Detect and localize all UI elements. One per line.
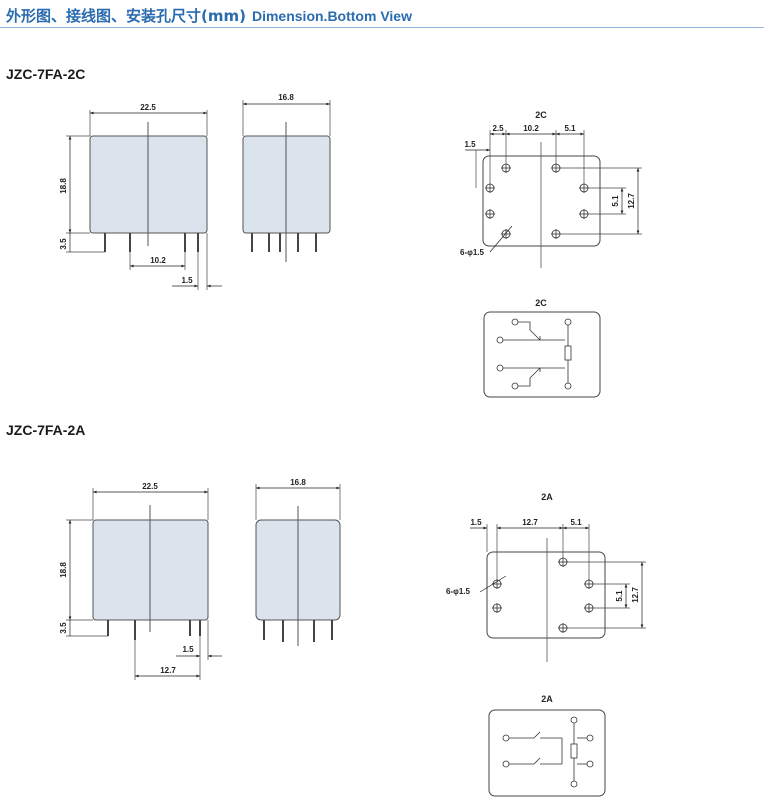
- pcb-dim-2a-a: 1.5: [470, 518, 482, 527]
- pcb-dim-2a-c: 5.1: [570, 518, 582, 527]
- pcb-layout-2a: 2A 1.5 12.7 5.1 5.1: [446, 492, 646, 662]
- pcb-dim-2c-b: 10.2: [523, 124, 539, 133]
- wiring-label-2a: 2A: [541, 694, 553, 704]
- pcb-holes-2c: [485, 163, 589, 239]
- pcb-dim-2c-a: 2.5: [492, 124, 504, 133]
- wiring-diagram-2a: 2A: [488, 694, 606, 797]
- dim-pin-length-2a: 3.5: [59, 622, 68, 634]
- dim-pin-spacing: 10.2: [150, 256, 166, 265]
- pcb-dim-2c-c: 5.1: [564, 124, 576, 133]
- pcb-layout-2c: 2C 2.5 10.2 5.1 1.5: [460, 110, 642, 268]
- pcb-dim-2a-b: 12.7: [522, 518, 538, 527]
- front-view-2a: 22.5 18.8 3.5 1.5 12.7: [59, 482, 222, 680]
- dim-width-2a: 22.5: [142, 482, 158, 491]
- pcb-holes-label-2c: 6-φ1.5: [460, 248, 485, 257]
- title-english: Dimension.Bottom View: [251, 8, 412, 24]
- side-view-2c: 16.8: [242, 93, 331, 262]
- wiring-diagram-2c: 2C: [483, 298, 601, 398]
- page-title: 外形图、接线图、安装孔尺寸(mm) Dimension.Bottom View: [6, 5, 412, 26]
- pcb-label-2c: 2C: [535, 110, 547, 120]
- pcb-dim-2c-d: 1.5: [464, 140, 476, 149]
- page-header: 外形图、接线图、安装孔尺寸(mm) Dimension.Bottom View: [0, 0, 764, 30]
- pcb-dim-2a-d: 5.1: [615, 590, 624, 602]
- pcb-dim-2a-e: 12.7: [631, 587, 640, 603]
- dim-width: 22.5: [140, 103, 156, 112]
- dim-height-2a: 18.8: [59, 562, 68, 578]
- wiring-label-2c: 2C: [535, 298, 547, 308]
- pcb-holes-2a: [492, 557, 594, 633]
- dim-pin-length: 3.5: [59, 238, 68, 250]
- side-view-2a: 16.8: [255, 478, 341, 646]
- model-label-2c: JZC-7FA-2C: [6, 66, 86, 82]
- front-view-2c: 22.5 18.8 3.5 10.2 1.5: [59, 103, 222, 290]
- dim-side-width-2a: 16.8: [290, 478, 306, 487]
- dim-offset-2a: 1.5: [182, 645, 194, 654]
- header-rule: [0, 27, 764, 28]
- dim-pin-spacing-2a: 12.7: [160, 666, 176, 675]
- dim-side-width: 16.8: [278, 93, 294, 102]
- title-chinese: 外形图、接线图、安装孔尺寸(mm): [6, 7, 246, 25]
- pcb-holes-label-2a: 6-φ1.5: [446, 587, 471, 596]
- model-label-2a: JZC-7FA-2A: [6, 422, 86, 438]
- pcb-label-2a: 2A: [541, 492, 553, 502]
- dim-offset: 1.5: [181, 276, 193, 285]
- dim-height: 18.8: [59, 178, 68, 194]
- pcb-dim-2c-f: 12.7: [627, 193, 636, 209]
- pcb-dim-2c-e: 5.1: [611, 195, 620, 207]
